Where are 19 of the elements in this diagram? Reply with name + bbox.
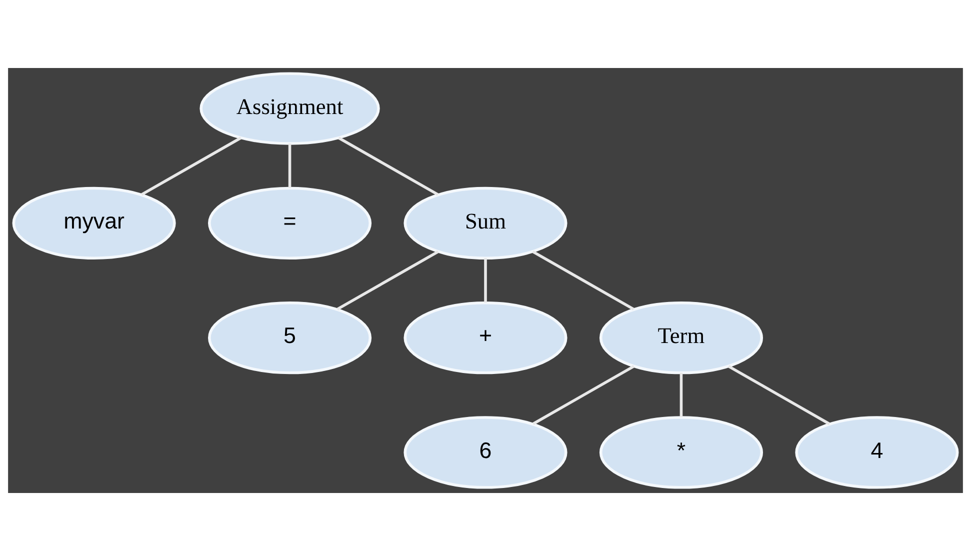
connector — [288, 143, 292, 188]
node-ellipse: myvar — [12, 186, 176, 260]
node-ellipse: = — [208, 186, 372, 260]
node-ellipse: Assignment — [200, 72, 380, 144]
node-ellipse: * — [599, 416, 763, 488]
node-ellipse: Term — [599, 300, 763, 374]
connector — [338, 136, 439, 196]
node-ellipse: Sum — [404, 186, 568, 260]
connector — [680, 372, 683, 417]
node-ellipse: 4 — [795, 416, 959, 488]
node-ellipse: 6 — [404, 416, 568, 488]
connector — [140, 136, 242, 196]
connector — [336, 250, 439, 310]
connector — [532, 250, 634, 310]
node-ellipse: + — [404, 300, 568, 374]
connector — [728, 364, 830, 425]
connector — [484, 258, 487, 302]
node-ellipse: 5 — [208, 300, 372, 374]
connector — [532, 364, 635, 425]
